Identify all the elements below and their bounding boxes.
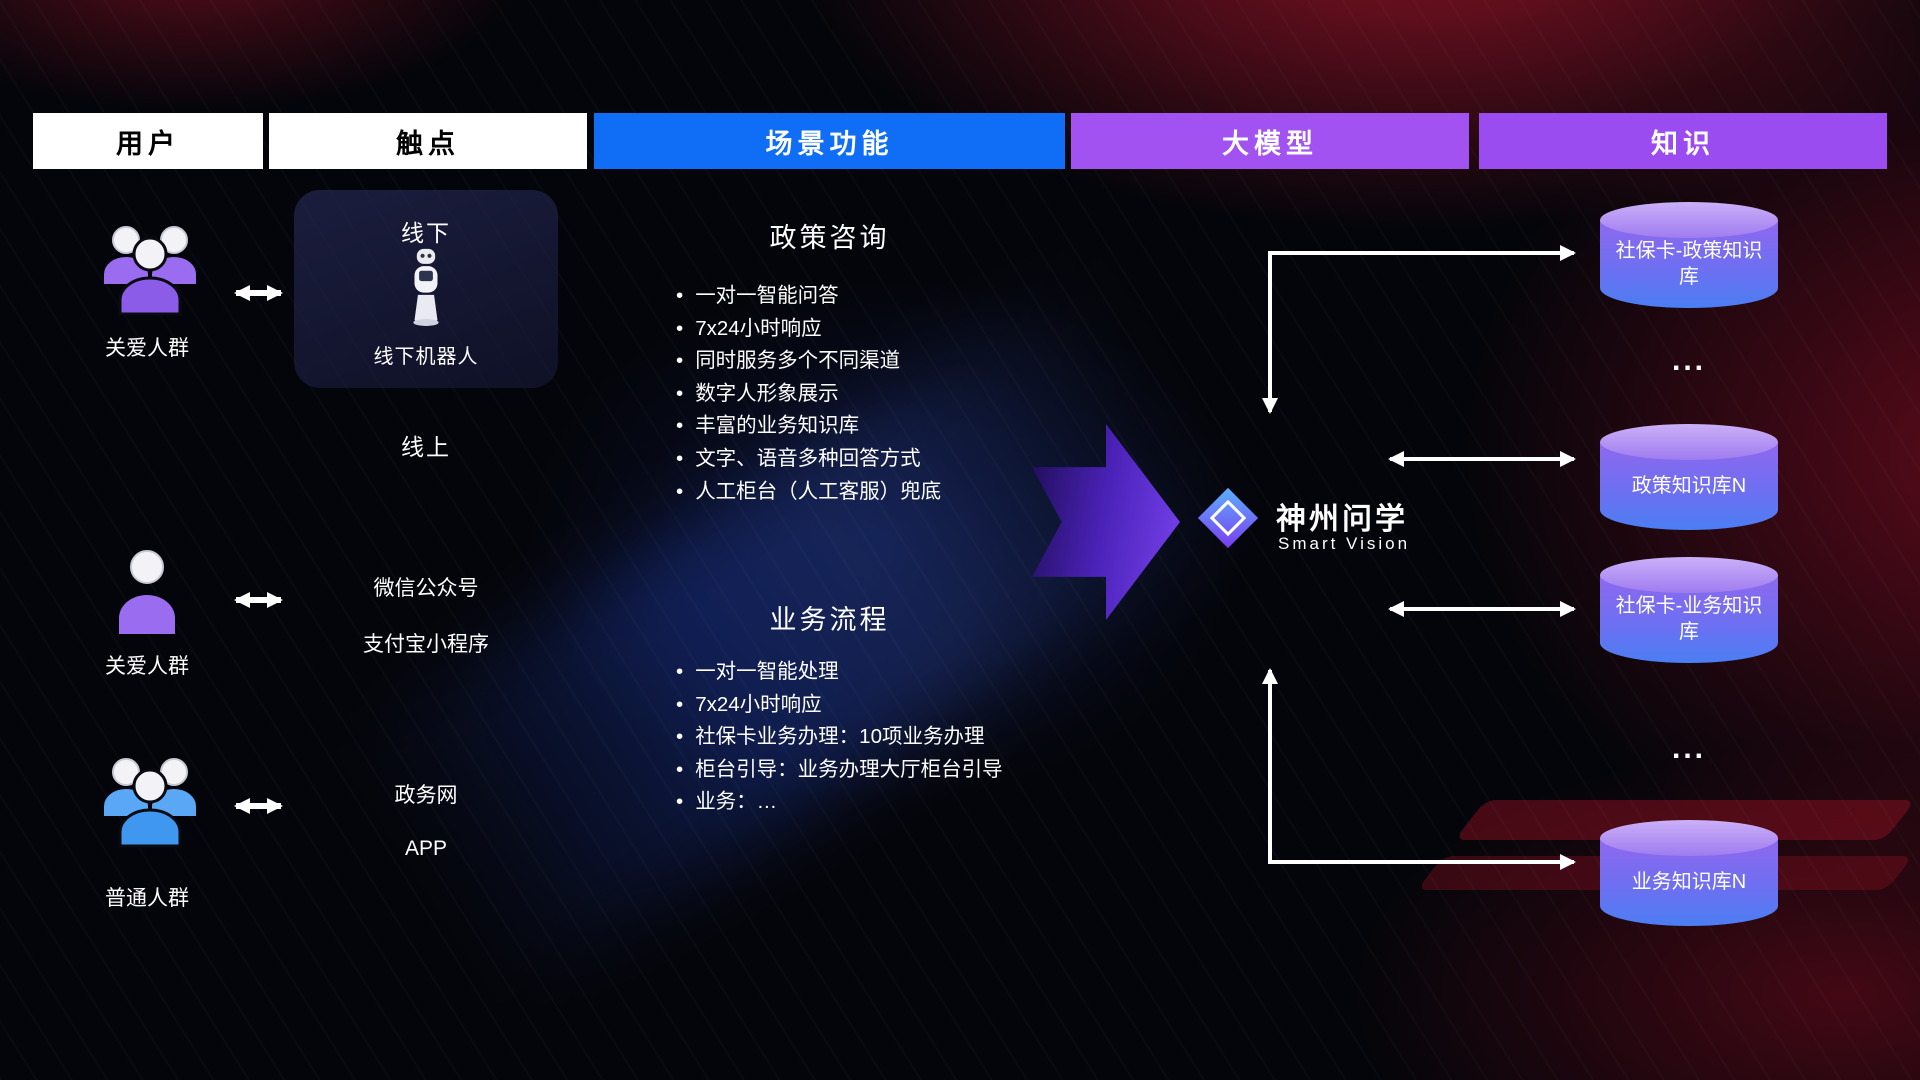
column-header-model: 大模型 (1071, 113, 1469, 169)
list-item: 文字、语音多种回答方式 (676, 443, 941, 476)
cylinder-top (1600, 424, 1778, 460)
list-item: 同时服务多个不同渠道 (676, 345, 941, 378)
list-item: 柜台引导：业务办理大厅柜台引导 (676, 754, 1003, 787)
online-title: 线上 (401, 434, 451, 460)
model-name: 神州问学 (1276, 503, 1408, 536)
knowledge-db-policy-n: 政策知识库N (1600, 424, 1778, 530)
column-header-functions: 场景功能 (594, 113, 1065, 169)
offline-touchpoint-card: 线下 线下机器人 (294, 190, 558, 388)
model-subtitle: Smart Vision (1278, 534, 1411, 553)
knowledge-db-business-n: 业务知识库N (1600, 820, 1778, 926)
list-item: 7x24小时响应 (676, 689, 1003, 722)
single-user-icon-purple (116, 548, 178, 641)
list-item: 业务：… (676, 786, 1003, 819)
list-item: 社保卡业务办理：10项业务办理 (676, 721, 1003, 754)
section-title-business: 业务流程 (769, 605, 890, 635)
knowledge-db-label: 政策知识库N (1631, 475, 1747, 497)
user-group-label: 关爱人群 (105, 655, 189, 678)
user-group-label: 普通人群 (105, 887, 189, 910)
touchpoint-wechat: 微信公众号 (373, 577, 479, 600)
knowledge-db-policy-shebao: 社保卡-政策知识库 (1600, 202, 1778, 308)
list-item: 人工柜台（人工客服）兜底 (676, 476, 941, 509)
group-users-icon-purple (92, 216, 208, 325)
connector-model-policy-shebao-kb (1262, 245, 1576, 414)
cylinder-top (1600, 202, 1778, 238)
touchpoint-app: APP (404, 837, 448, 860)
column-header-users: 用户 (33, 113, 263, 169)
user-group-label: 关爱人群 (105, 337, 189, 360)
knowledge-db-label: 业务知识库N (1631, 871, 1747, 893)
knowledge-db-business-shebao: 社保卡-业务知识库 (1600, 557, 1778, 663)
knowledge-db-label: 社保卡-业务知识库 (1615, 595, 1763, 643)
knowledge-db-label: 社保卡-政策知识库 (1615, 240, 1763, 288)
group-users-icon-blue (92, 748, 208, 857)
policy-feature-list: 一对一智能问答 7x24小时响应 同时服务多个不同渠道 数字人形象展示 丰富的业… (676, 280, 941, 508)
section-title-policy: 政策咨询 (769, 223, 890, 253)
robot-icon (403, 246, 449, 335)
ellipsis-indicator: ... (1671, 344, 1706, 377)
list-item: 7x24小时响应 (676, 313, 941, 346)
offline-robot-caption: 线下机器人 (373, 346, 479, 368)
list-item: 一对一智能问答 (676, 280, 941, 313)
list-item: 数字人形象展示 (676, 378, 941, 411)
cylinder-top (1600, 557, 1778, 593)
touchpoint-gov-web: 政务网 (394, 784, 458, 807)
column-header-touchpoints: 触点 (269, 113, 587, 169)
list-item: 一对一智能处理 (676, 656, 1003, 689)
column-header-knowledge: 知识 (1479, 113, 1887, 169)
ellipsis-indicator: ... (1671, 732, 1706, 765)
list-item: 丰富的业务知识库 (676, 410, 941, 443)
smart-vision-logo-icon (1190, 480, 1266, 561)
touchpoint-alipay: 支付宝小程序 (363, 633, 489, 656)
offline-title: 线下 (401, 220, 451, 246)
cylinder-top (1600, 820, 1778, 856)
business-feature-list: 一对一智能处理 7x24小时响应 社保卡业务办理：10项业务办理 柜台引导：业务… (676, 656, 1003, 819)
